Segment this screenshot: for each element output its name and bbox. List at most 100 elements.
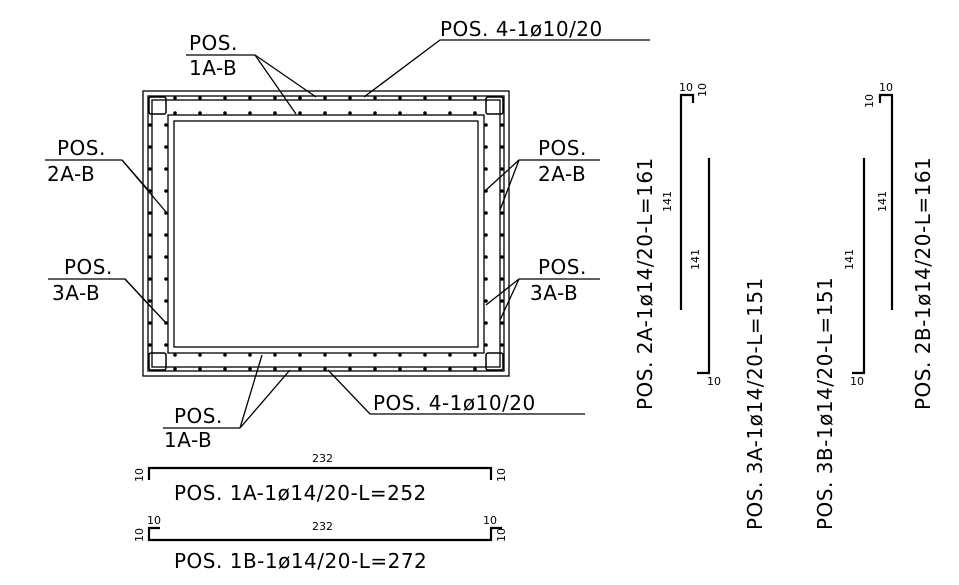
distribution-bar-dot (148, 145, 152, 149)
distribution-bar-dot (348, 353, 352, 357)
bar-2b-hook-h: 10 (879, 81, 893, 94)
distribution-bar-dot (173, 96, 177, 100)
distribution-bar-dot (500, 299, 504, 303)
distribution-bar-dot (148, 123, 152, 127)
bar-1b-hook-right-h: 10 (483, 514, 497, 527)
pos2-right-text-1: POS. (538, 136, 587, 160)
bar-1b-hook-left-h: 10 (147, 514, 161, 527)
bar-2b: 10 10 141 POS. 2B-1ø14/20-L=161 (863, 81, 935, 410)
distribution-bar-dot (484, 211, 488, 215)
distribution-bar-dot (223, 96, 227, 100)
distribution-bar-dot (500, 277, 504, 281)
pos3-right-text-1: POS. (538, 255, 587, 279)
distribution-bar-dot (164, 123, 168, 127)
distribution-bar-dot (148, 255, 152, 259)
distribution-bar-dot (173, 353, 177, 357)
distribution-bar-dot (473, 367, 477, 371)
distribution-bar-dot (423, 96, 427, 100)
distribution-bar-dot (173, 111, 177, 115)
distribution-bar-dot (248, 367, 252, 371)
bar-1a-length: 232 (312, 452, 333, 465)
outer-rebar-cage (147, 95, 505, 372)
distribution-bar-dot (198, 111, 202, 115)
distribution-bar-dot (500, 343, 504, 347)
bar-3b-hook: 10 (850, 375, 864, 388)
bar-2a-hook-v: 10 (696, 83, 709, 97)
pos3-left-text-2: 3A-B (52, 281, 100, 305)
distribution-bar-dot (484, 233, 488, 237)
distribution-bar-dot (373, 111, 377, 115)
bar-1a-title: POS. 1A-1ø14/20-L=252 (174, 481, 427, 505)
distribution-bar-dot (298, 367, 302, 371)
bar-1b-length: 232 (312, 520, 333, 533)
distribution-bar-dot (398, 111, 402, 115)
distribution-bar-dot (298, 111, 302, 115)
distribution-bar-dot (448, 367, 452, 371)
section-view (142, 90, 510, 377)
inner-rebar-cage (167, 114, 485, 354)
bar-1b-hook-right-v: 10 (495, 528, 508, 542)
distribution-bar-dot (223, 111, 227, 115)
pos1-bottom-label: POS. 1A-B (163, 354, 291, 452)
distribution-bar-dot (423, 353, 427, 357)
pos1-bottom-text-1: POS. (174, 404, 223, 428)
distribution-bar-dot (273, 111, 277, 115)
distribution-bar-dot (473, 96, 477, 100)
distribution-bar-dot (273, 353, 277, 357)
bar-1a-hook-right: 10 (495, 468, 508, 482)
distribution-bar-dot (248, 96, 252, 100)
pos2-left-text-2: 2A-B (47, 162, 95, 186)
corner-haunch-tr (485, 96, 504, 115)
pos4-bottom-label: POS. 4-1ø10/20 (327, 369, 585, 415)
distribution-bar-dot (484, 343, 488, 347)
distribution-bar-dot (484, 277, 488, 281)
pos2-right-label: POS. 2A-B (485, 136, 600, 211)
bar-3a-hook: 10 (707, 375, 721, 388)
distribution-bar-dot (448, 111, 452, 115)
distribution-bar-dot (484, 299, 488, 303)
pos2-left-text-1: POS. (57, 136, 106, 160)
distribution-bar-dot (198, 353, 202, 357)
bar-2b-title: POS. 2B-1ø14/20-L=161 (911, 157, 935, 410)
distribution-bar-dot (500, 189, 504, 193)
distribution-bar-dot (198, 96, 202, 100)
distribution-bar-dot (473, 111, 477, 115)
distribution-bar-dot (398, 96, 402, 100)
bar-2b-hook-v: 10 (863, 94, 876, 108)
distribution-bar-dot (500, 123, 504, 127)
bar-2a: 10 10 141 POS. 2A-1ø14/20-L=161 (633, 81, 709, 410)
distribution-bar-dot (248, 111, 252, 115)
distribution-bar-dot (373, 367, 377, 371)
distribution-bar-dot (500, 255, 504, 259)
bar-1b: 232 10 10 10 10 POS. 1B-1ø14/20-L=272 (133, 514, 508, 573)
pos2-right-text-2: 2A-B (538, 162, 586, 186)
bar-1a-hook-left: 10 (133, 468, 146, 482)
pos1-top-label: POS. 1A-B (186, 31, 317, 115)
distribution-bar-dot (500, 211, 504, 215)
distribution-bar-dot (500, 233, 504, 237)
distribution-bar-dot (373, 353, 377, 357)
distribution-bar-dot (323, 367, 327, 371)
distribution-bar-dot (484, 255, 488, 259)
bar-1a: 232 10 10 POS. 1A-1ø14/20-L=252 (133, 452, 508, 505)
outer-rebar-cage-inner (151, 99, 501, 368)
pos1-top-text-1: POS. (189, 31, 238, 55)
distribution-bar-dot (484, 321, 488, 325)
pos3-left-label: POS. 3A-B (48, 255, 167, 324)
corner-haunch-br (485, 352, 504, 371)
distribution-bar-dot (164, 299, 168, 303)
corner-haunch-tl (148, 96, 167, 115)
distribution-bar-dot (148, 299, 152, 303)
distribution-bar-dot (164, 167, 168, 171)
distribution-bar-dot (148, 277, 152, 281)
distribution-bar-dot (164, 255, 168, 259)
bar-3b-title: POS. 3B-1ø14/20-L=151 (813, 277, 837, 530)
bar-1b-title: POS. 1B-1ø14/20-L=272 (174, 549, 427, 573)
pos4-top-label: POS. 4-1ø10/20 (363, 17, 650, 98)
distribution-bar-dot (373, 96, 377, 100)
distribution-bar-dot (484, 189, 488, 193)
distribution-bar-dot (164, 145, 168, 149)
pos3-right-text-2: 3A-B (530, 281, 578, 305)
distribution-bar-dot (273, 96, 277, 100)
